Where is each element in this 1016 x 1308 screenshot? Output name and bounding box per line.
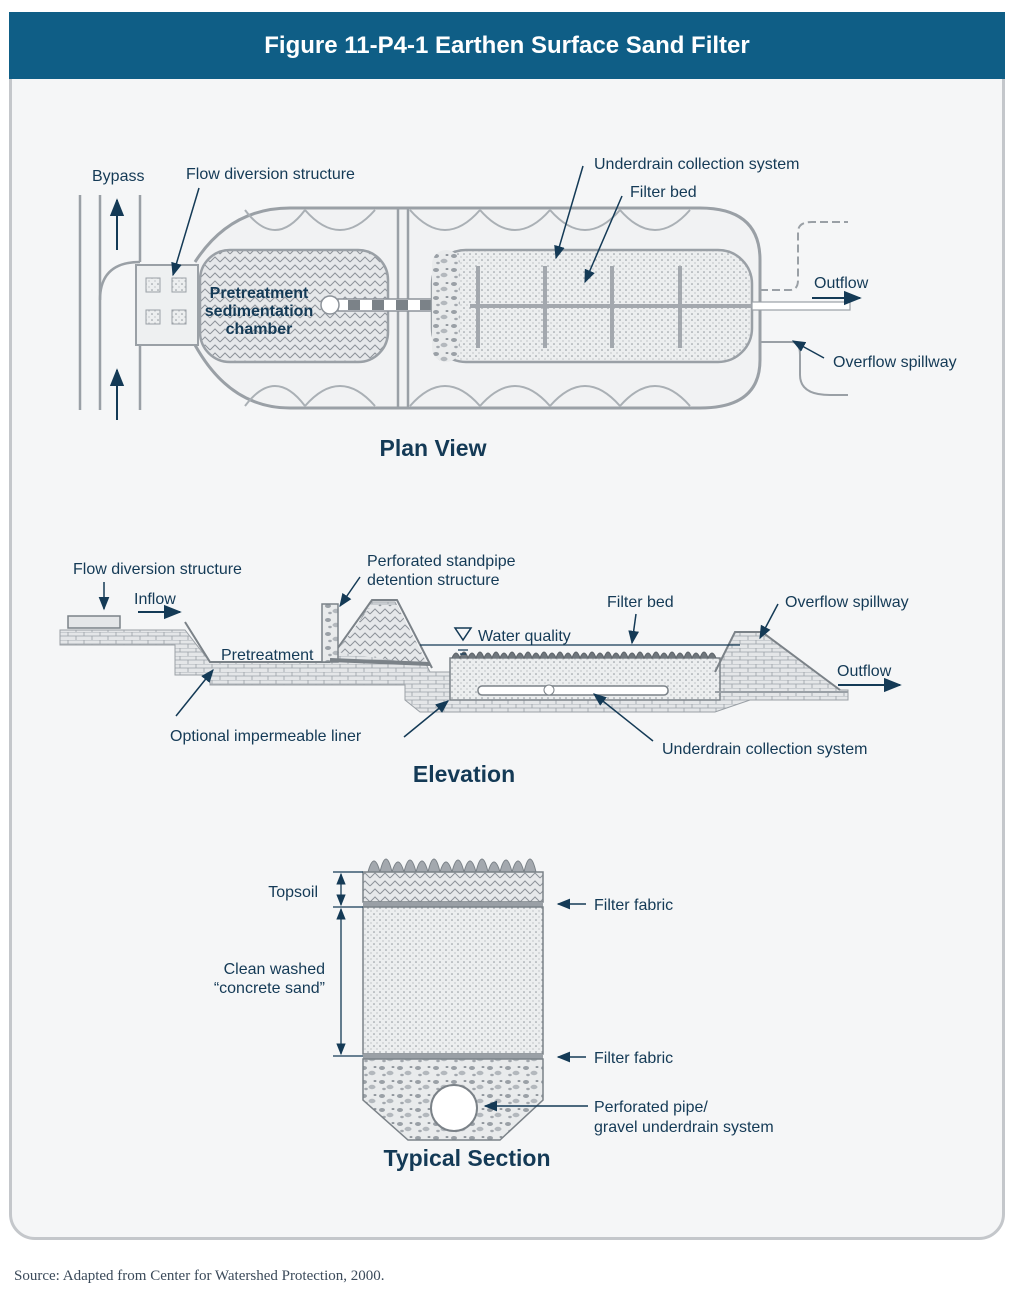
source-note: Source: Adapted from Center for Watershe… <box>14 1268 385 1284</box>
plan-view-heading: Plan View <box>380 435 487 461</box>
bypass-channel <box>78 195 102 410</box>
elevation-heading: Elevation <box>413 761 515 787</box>
section-label-sand-2: “concrete sand” <box>214 980 325 997</box>
plan-label-underdrain: Underdrain collection system <box>594 156 799 173</box>
section-perforated-pipe <box>430 1084 478 1132</box>
elev-label-water-quality: Water quality <box>478 628 571 645</box>
section-label-fabric-top: Filter fabric <box>594 897 673 914</box>
elev-underdrain-pipe <box>477 685 669 696</box>
elev-label-inflow: Inflow <box>134 591 176 608</box>
figure-title-text: Figure 11-P4-1 Earthen Surface Sand Filt… <box>264 31 750 59</box>
section-label-sand-1: Clean washed <box>224 961 325 978</box>
figure-title: Figure 11-P4-1 Earthen Surface Sand Filt… <box>9 12 1005 79</box>
plan-label-bypass: Bypass <box>92 168 144 185</box>
elev-label-filter-bed: Filter bed <box>607 594 674 611</box>
plan-diversion-structure <box>135 264 199 346</box>
section-label-pipe-2: gravel underdrain system <box>594 1119 774 1136</box>
plan-label-pretreatment-2: sedimentation <box>205 303 313 320</box>
typical-section-view: Topsoil Clean washed “concrete sand” Fil… <box>214 858 774 1171</box>
plan-label-pretreatment-3: chamber <box>226 321 293 338</box>
plan-view: Bypass Flow diversion structure Pretreat… <box>78 156 957 461</box>
section-filter-fabric-bottom <box>363 1054 543 1059</box>
section-label-topsoil: Topsoil <box>268 884 318 901</box>
elev-label-underdrain: Underdrain collection system <box>662 741 867 758</box>
plan-label-flow-diversion: Flow diversion structure <box>186 166 355 183</box>
elev-label-overflow: Overflow spillway <box>785 594 909 611</box>
plan-label-pretreatment-1: Pretreatment <box>210 285 309 302</box>
section-label-fabric-bottom: Filter fabric <box>594 1050 673 1067</box>
section-heading: Typical Section <box>383 1145 550 1171</box>
plan-label-outflow: Outflow <box>814 275 869 292</box>
elev-label-liner: Optional impermeable liner <box>170 728 362 745</box>
section-filter-fabric-top <box>363 902 543 907</box>
section-sand-layer <box>362 906 544 1055</box>
plan-label-overflow: Overflow spillway <box>833 354 957 371</box>
water-level-icon <box>453 627 473 642</box>
elev-label-standpipe-2: detention structure <box>367 572 500 589</box>
elev-label-outflow: Outflow <box>837 663 892 680</box>
section-label-pipe-1: Perforated pipe/ <box>594 1099 708 1116</box>
plan-label-filter-bed: Filter bed <box>630 184 697 201</box>
section-vegetation <box>367 858 537 874</box>
elev-standpipe <box>321 603 339 663</box>
section-topsoil <box>362 871 544 903</box>
elev-diversion-structure <box>67 615 121 629</box>
elevation-view: Flow diversion structure Inflow Perforat… <box>59 553 909 787</box>
elev-label-standpipe-1: Perforated standpipe <box>367 553 516 570</box>
elev-label-flow-diversion: Flow diversion structure <box>73 561 242 578</box>
elev-label-pretreatment: Pretreatment <box>221 647 314 664</box>
